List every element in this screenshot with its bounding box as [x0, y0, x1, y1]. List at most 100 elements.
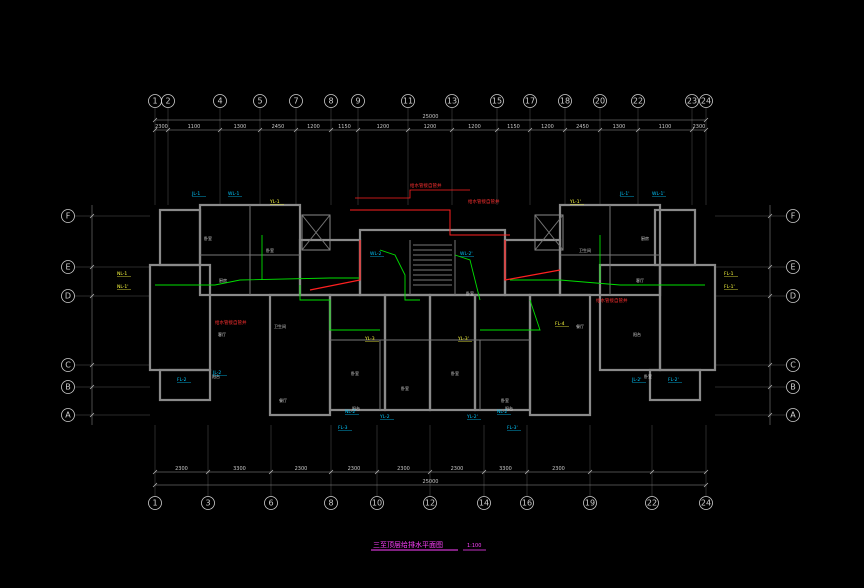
wall	[598, 263, 662, 372]
dim-top-text: 2300	[155, 124, 168, 130]
pipe-tag: JL-1'	[619, 191, 629, 197]
dim-bottom-total-tick	[152, 482, 158, 488]
pipe-tag: YL-1'	[569, 199, 581, 205]
dim-top-tick	[562, 127, 568, 133]
axis-label-top: 20	[595, 97, 605, 106]
dim-side-tick	[89, 412, 95, 418]
room-label: 卧室	[644, 373, 652, 379]
dim-top-text: 1200	[468, 124, 481, 130]
partition	[301, 214, 331, 251]
wall	[328, 293, 387, 412]
elevator-right	[534, 214, 564, 251]
axis-bubble-bottom	[520, 496, 534, 510]
dim-bottom-tick	[152, 469, 158, 475]
dim-top-text: 1100	[188, 124, 201, 130]
axis-bubble-top	[523, 94, 537, 108]
dim-top-tick	[328, 127, 334, 133]
axis-label-top: 18	[560, 97, 570, 106]
dim-side-tick	[89, 264, 95, 270]
pipe-tag: FL-4	[555, 321, 565, 327]
pipe-tag: FL-1'	[724, 284, 735, 290]
pipe-tag: JL-2	[212, 370, 221, 376]
dim-top-text: 2450	[576, 124, 589, 130]
pipe-tag: YL-1	[269, 199, 280, 205]
axis-label-top: 7	[293, 97, 298, 106]
axis-bubble-row-right	[786, 358, 800, 372]
dim-top-text: 1100	[659, 124, 672, 130]
room-label: 卧室	[351, 370, 359, 376]
dim-bottom-text: 2300	[175, 466, 188, 472]
axis-bubble-top	[685, 94, 699, 108]
pipe-tag: YL-3'	[457, 336, 469, 342]
dim-top-text: 1200	[307, 124, 320, 130]
pipe-tag: JL-1	[191, 191, 200, 197]
drain-top	[350, 209, 510, 236]
axis-label-bottom: 24	[701, 499, 711, 508]
dim-bottom-text: 2300	[451, 466, 464, 472]
pipe-tag: YL-3	[364, 336, 375, 342]
axis-label-bottom: 19	[585, 499, 595, 508]
axis-label-bottom: 12	[425, 499, 435, 508]
axis-bubble-bottom	[148, 496, 162, 510]
axis-label-row-right: F	[791, 212, 796, 221]
axis-bubble-bottom	[324, 496, 338, 510]
partition	[534, 214, 564, 251]
axis-label-top: 23	[687, 97, 697, 106]
dim-side-tick	[89, 293, 95, 299]
dim-top-text: 1150	[338, 124, 351, 130]
pipe-tag: WL-2'	[460, 251, 473, 257]
axis-label-top: 5	[257, 97, 262, 106]
drawing-title: 三至顶层给排水平面图	[373, 540, 443, 549]
axis-label-row-left: B	[65, 383, 71, 392]
room-label: 卫生间	[274, 323, 286, 329]
dim-side-tick	[767, 213, 773, 219]
water-core-left	[379, 249, 420, 301]
pipe-tag: FL-2'	[668, 377, 679, 383]
axis-bubble-row-left	[61, 209, 75, 223]
axis-bubble-row-left	[61, 380, 75, 394]
wall	[473, 293, 532, 412]
pipe-note: 给水管接自管井	[215, 319, 247, 326]
dim-top-tick	[527, 127, 533, 133]
building-walls	[148, 203, 717, 417]
room-label: 客厅	[218, 331, 226, 337]
axis-bubble-bottom	[423, 496, 437, 510]
pipe-tag: WL-2	[370, 251, 382, 257]
room-label: 卧室	[501, 397, 509, 403]
axis-label-top: 4	[217, 97, 222, 106]
dim-top-text: 1300	[613, 124, 626, 130]
pipe-tag: FL-3'	[507, 425, 518, 431]
dim-top-tick	[597, 127, 603, 133]
room-label: 卧室	[401, 385, 409, 391]
dim-top-tick	[689, 127, 695, 133]
room-label: 卧室	[466, 290, 474, 296]
room-label: 卧室	[266, 247, 274, 253]
pipe-tag: YL-2	[379, 414, 390, 420]
dim-top-text: 1150	[507, 124, 520, 130]
dim-side-tick	[89, 213, 95, 219]
room-label: 客厅	[636, 277, 644, 283]
axis-label-top: 22	[633, 97, 643, 106]
dim-side-tick	[89, 362, 95, 368]
dim-top-tick	[152, 127, 158, 133]
room-label: 餐厅	[576, 323, 584, 329]
axis-label-row-left: E	[65, 263, 70, 272]
pipe-tag: NL-2	[497, 409, 507, 415]
dim-top-tick	[217, 127, 223, 133]
dim-top-text: 1200	[377, 124, 390, 130]
dim-bottom-text: 3300	[499, 466, 512, 472]
wall	[158, 208, 202, 267]
wall	[648, 368, 702, 402]
dim-top-tick	[355, 127, 361, 133]
room-label: 卧室	[451, 370, 459, 376]
axis-bubble-row-left	[61, 408, 75, 422]
axis-bubble-top	[401, 94, 415, 108]
axis-bubble-top	[324, 94, 338, 108]
dim-bottom-tick	[205, 469, 211, 475]
axis-label-row-right: C	[790, 361, 796, 370]
elevator-left	[301, 214, 331, 251]
pipe-note: 给水管接自管井	[410, 182, 442, 189]
dim-top-text: 1200	[424, 124, 437, 130]
axis-label-row-left: F	[66, 212, 71, 221]
water-main-left	[155, 277, 360, 286]
